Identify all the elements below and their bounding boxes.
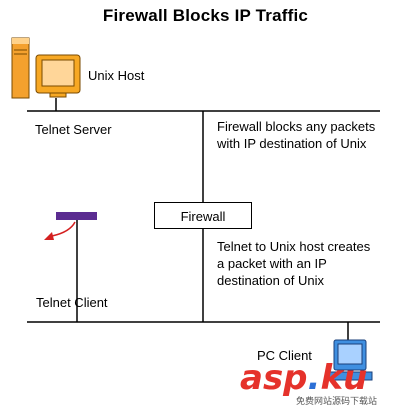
watermark-subtitle: 免费网站源码下载站: [296, 397, 378, 407]
firewall-note-line2: with IP destination of Unix: [217, 136, 367, 151]
firewall-box: Firewall: [154, 202, 252, 229]
pc-client-label: PC Client: [257, 348, 312, 363]
red-arrow-icon: [44, 221, 76, 240]
telnet-note-line1: Telnet to Unix host creates: [217, 239, 371, 254]
telnet-note-line2: a packet with an IP: [217, 256, 327, 271]
pc-client-computer-icon: [327, 339, 373, 381]
firewall-note-line1: Firewall blocks any packets: [217, 119, 376, 134]
telnet-client-label: Telnet Client: [36, 295, 108, 310]
diagram-title: Firewall Blocks IP Traffic: [102, 6, 309, 25]
telnet-note-line3: destination of Unix: [217, 273, 324, 288]
unix-host-computer-icon: [11, 37, 81, 99]
telnet-server-label: Telnet Server: [35, 122, 112, 137]
unix-host-label: Unix Host: [88, 68, 145, 83]
watermark-logo: asp.ku: [240, 358, 368, 398]
telnet-client-terminal-icon: [56, 212, 97, 220]
